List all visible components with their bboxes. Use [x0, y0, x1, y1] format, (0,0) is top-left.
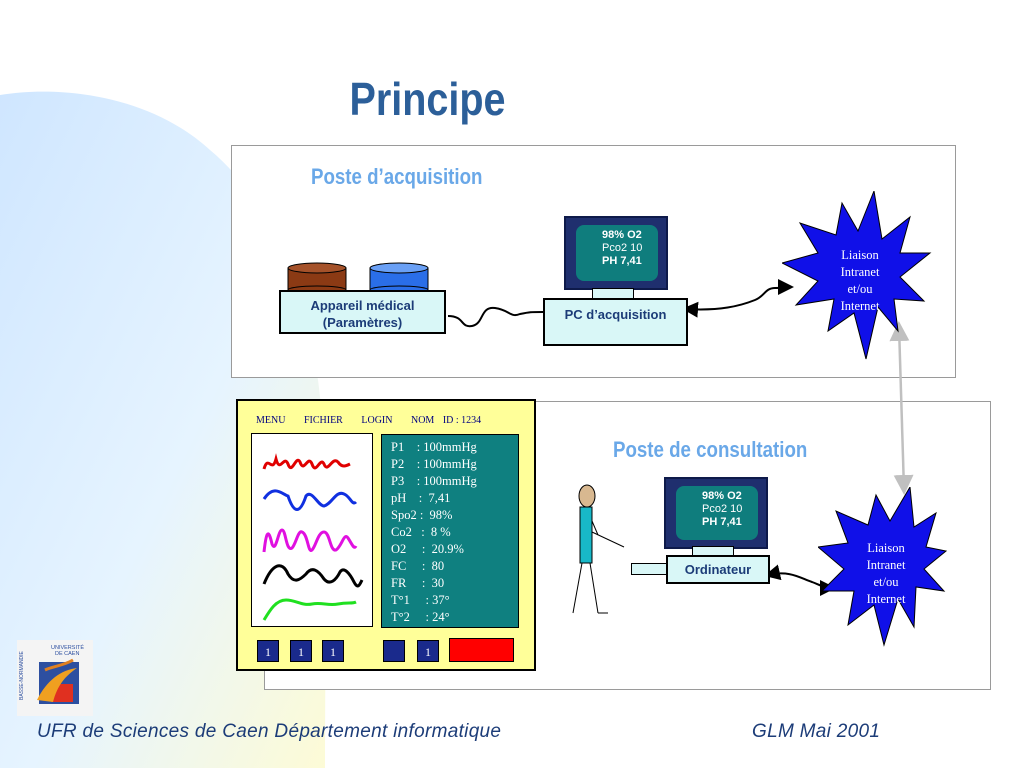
pc-label: PC d’acquisition: [565, 307, 667, 322]
waveform-red: [264, 459, 350, 469]
star-text-line: Liaison: [846, 540, 926, 557]
param-row: Spo2 : 98%: [391, 507, 518, 524]
cable-device-pc: [448, 308, 543, 326]
link-pc-star: [686, 287, 790, 309]
acquisition-pc-box: PC d’acquisition: [543, 298, 688, 346]
param-row: T°1 : 37°: [391, 592, 518, 609]
alarm-button[interactable]: [449, 638, 514, 662]
device-label: Appareil médical: [281, 297, 444, 314]
consultation-section-label: Poste de consultation: [613, 437, 807, 463]
university-logo-graphic: UNIVERSITÉ DE CAEN BASSE-NORMANDIE: [17, 640, 93, 716]
network-star-1-label: Liaison Intranet et/ou Internet: [820, 247, 900, 315]
waveform-magenta: [264, 530, 356, 552]
parameters-panel: P1 : 100mmHg P2 : 100mmHg P3 : 100mmHg p…: [381, 434, 519, 628]
footer-left-text: UFR de Sciences de Caen Département info…: [37, 721, 501, 743]
param-row: P2 : 100mmHg: [391, 456, 518, 473]
star-text-line: et/ou: [820, 281, 900, 298]
computer-label: Ordinateur: [685, 562, 751, 577]
param-row: FR : 30: [391, 575, 518, 592]
waveform-black: [264, 566, 362, 586]
star-text-line: Intranet: [820, 264, 900, 281]
star-text-line: Internet: [846, 591, 926, 608]
footer-right-text: GLM Mai 2001: [752, 721, 880, 743]
param-row: pH : 7,41: [391, 490, 518, 507]
acquisition-monitor: 98% O2 Pco2 10 PH 7,41: [564, 216, 668, 290]
menu-item-menu[interactable]: MENU: [256, 415, 285, 426]
waveform-blue: [264, 491, 356, 510]
param-row: O2 : 20.9%: [391, 541, 518, 558]
svg-text:DE CAEN: DE CAEN: [55, 651, 79, 657]
app-menu-bar: MENU FICHIER LOGIN NOM ID : 1234: [256, 415, 497, 426]
app-button-1[interactable]: 1: [257, 640, 279, 662]
screen-line: 98% O2: [702, 490, 758, 503]
screen-line: Pco2 10: [602, 242, 658, 255]
star-text-line: Internet: [820, 298, 900, 315]
waveform-panel: [251, 433, 373, 627]
network-star-2-label: Liaison Intranet et/ou Internet: [846, 540, 926, 608]
menu-item-fichier[interactable]: FICHIER: [304, 415, 343, 426]
screen-line: Pco2 10: [702, 503, 758, 516]
app-button-4[interactable]: [383, 640, 405, 662]
param-row: P1 : 100mmHg: [391, 439, 518, 456]
user-figure: [568, 483, 618, 618]
device-sublabel: (Paramètres): [281, 314, 444, 331]
app-button-5[interactable]: 1: [417, 640, 439, 662]
param-row: T°2 : 24°: [391, 609, 518, 626]
param-row: Co2 : 8 %: [391, 524, 518, 541]
waveform-green: [264, 600, 356, 620]
star-text-line: et/ou: [846, 574, 926, 591]
param-row: FC : 80: [391, 558, 518, 575]
star-text-line: Intranet: [846, 557, 926, 574]
screen-line: 98% O2: [602, 229, 658, 242]
acquisition-section-label: Poste d’acquisition: [311, 164, 482, 190]
svg-text:UNIVERSITÉ: UNIVERSITÉ: [51, 644, 84, 651]
app-button-3[interactable]: 1: [322, 640, 344, 662]
acquisition-screen: 98% O2 Pco2 10 PH 7,41: [576, 225, 658, 281]
star-text-line: Liaison: [820, 247, 900, 264]
menu-item-login[interactable]: LOGIN: [361, 415, 392, 426]
university-logo: UNIVERSITÉ DE CAEN BASSE-NORMANDIE: [17, 640, 93, 716]
screen-line: PH 7,41: [702, 516, 758, 529]
waveforms: [252, 434, 372, 626]
consultation-screen: 98% O2 Pco2 10 PH 7,41: [676, 486, 758, 540]
screen-line: PH 7,41: [602, 255, 658, 268]
consultation-monitor: 98% O2 Pco2 10 PH 7,41: [664, 477, 768, 549]
medical-device-box: Appareil médical (Paramètres): [279, 290, 446, 334]
app-button-2[interactable]: 1: [290, 640, 312, 662]
menu-item-nom[interactable]: NOM: [411, 415, 434, 426]
menu-item-id[interactable]: ID : 1234: [443, 415, 481, 426]
keyboard: [631, 563, 667, 575]
consultation-computer-box: Ordinateur: [666, 555, 770, 584]
svg-text:BASSE-NORMANDIE: BASSE-NORMANDIE: [19, 650, 25, 700]
param-row: P3 : 100mmHg: [391, 473, 518, 490]
monitoring-app-window: MENU FICHIER LOGIN NOM ID : 1234 P1 : 10…: [236, 399, 536, 671]
